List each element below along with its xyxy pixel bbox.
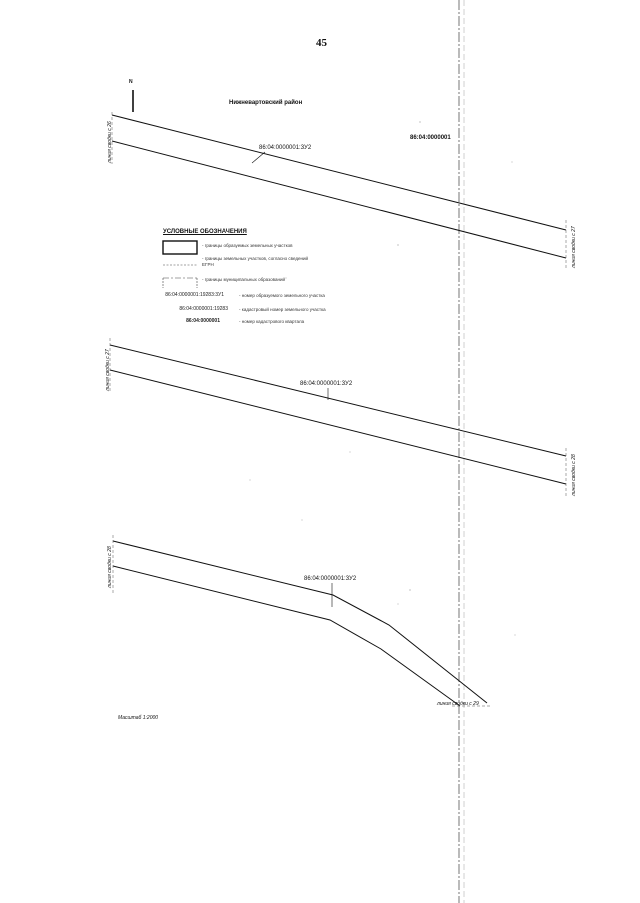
- legend-code-formed-number-desc: - номер образуемого земельного участка: [239, 293, 325, 298]
- panel1-leader: [251, 151, 266, 164]
- legend-code-cadastral-number-desc: - кадастровый номер земельного участка: [239, 307, 326, 312]
- legend-item-egrn: - границы земельных участков, согласно с…: [202, 256, 309, 267]
- edge-label-panel3-bottom: линия сводки с 29: [437, 701, 479, 707]
- district-title: Нижневартовский район: [229, 100, 303, 106]
- edge-label-panel2-left: линия сводки с 27: [105, 349, 111, 391]
- panel3-strip-top: [112, 540, 488, 704]
- edge-label-panel1-left: линия сводки с 26: [107, 121, 113, 163]
- page-number: 45: [316, 37, 327, 49]
- edge-label-panel1-right: линия сводки с 27: [571, 226, 577, 268]
- legend-code-cadastral-number: 86:04:0000001:19283: [179, 306, 228, 312]
- legend-symbol-formed-parcel: [162, 240, 198, 255]
- legend-title: УСЛОВНЫЕ ОБОЗНАЧЕНИЯ: [163, 229, 247, 235]
- legend-item-formed-parcel: - границы образуемых земельных участков: [202, 243, 293, 248]
- parcel-label-panel1: 86:04:0000001:3У2: [259, 145, 312, 151]
- panel3-strip-bottom: [112, 565, 461, 707]
- parcel-label-panel2: 86:04:0000001:3У2: [300, 381, 353, 387]
- edge-label-panel3-left: линия сводки с 28: [107, 546, 113, 588]
- scan-specks: [249, 121, 516, 636]
- legend-code-quarter-number-desc: - номер кадастрового квартала: [239, 319, 305, 324]
- edge-label-panel2-right: линия сводки с 28: [571, 454, 577, 496]
- panel1-strip-bottom: [111, 140, 567, 259]
- legend-code-quarter-number: 86:04:0000001: [186, 318, 220, 324]
- north-label: N: [129, 79, 133, 85]
- panel2-strip-top: [109, 344, 567, 457]
- panel2-strip-bottom: [109, 369, 567, 485]
- map-scale: Масштаб 1:2000: [118, 715, 159, 721]
- quarter-number: 86:04:0000001: [410, 135, 451, 141]
- legend-code-formed-number: 86:04:0000001:19283:3У1: [165, 292, 224, 298]
- legend-item-municipal: - границы муниципальных образований: [202, 277, 285, 282]
- parcel-label-panel3: 86:04:0000001:3У2: [304, 576, 357, 582]
- panel1-strip-top: [111, 114, 567, 231]
